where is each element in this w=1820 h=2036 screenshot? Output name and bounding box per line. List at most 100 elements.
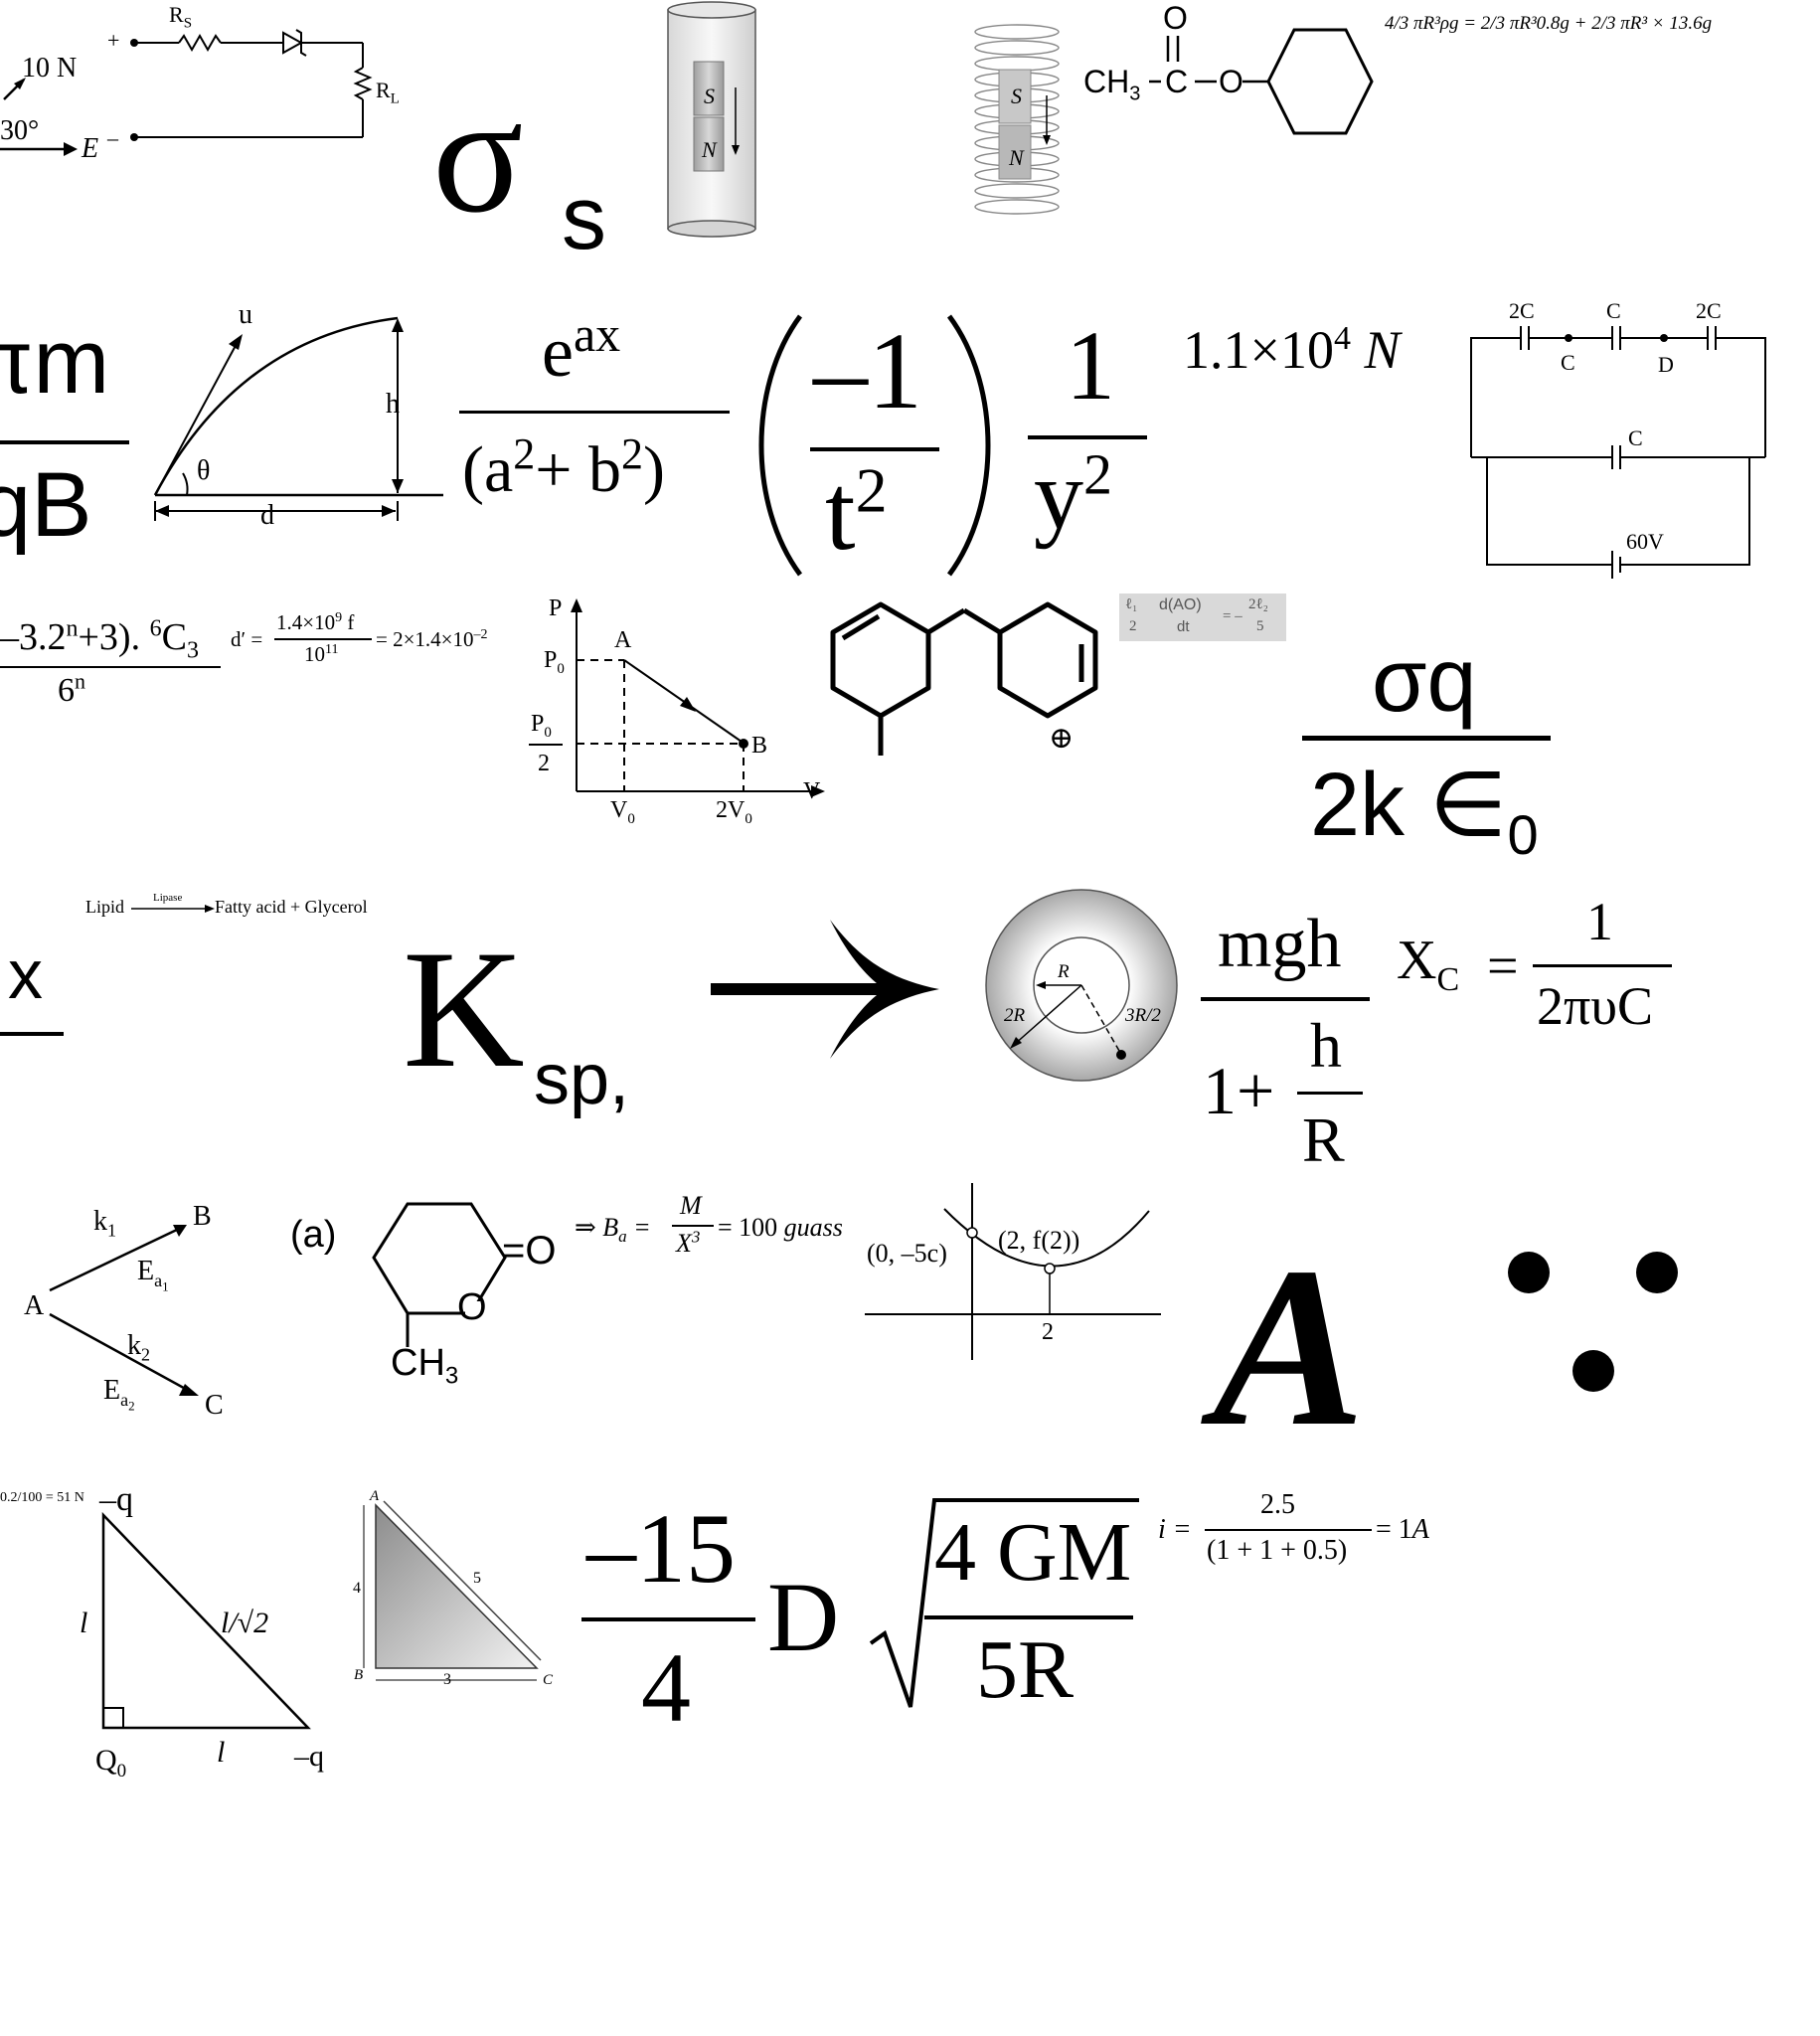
four-denominator: 4 [641, 1632, 691, 1743]
north-pole: N [702, 137, 717, 162]
neg-one-numerator: –1 [813, 310, 922, 431]
xc-equals: = [1487, 935, 1519, 997]
lactone-structure [372, 1202, 507, 1347]
left-side-label: l [80, 1607, 88, 1639]
long-arrow-icon [711, 920, 939, 1059]
rate-k1: k1 [93, 1206, 116, 1241]
fraction-bar [529, 744, 563, 746]
lipid-products: Fatty acid + Glycerol [215, 897, 368, 917]
triangle-drawing [101, 1511, 311, 1730]
source-resistor-label: RS [169, 2, 193, 32]
reaction-arrow [131, 905, 215, 913]
five-label: 5 [1256, 618, 1264, 634]
coil-north-pole: N [1009, 145, 1024, 170]
binomial-numerator: –3.2n+3). 6C3 [0, 615, 199, 664]
xc-numerator: 1 [1586, 892, 1613, 951]
node-c-label: C [1561, 350, 1575, 375]
current-numerator: 2.5 [1260, 1489, 1295, 1520]
methyl-group: CH3 [1083, 64, 1141, 105]
current-denominator: (1 + 1 + 0.5) [1207, 1535, 1348, 1566]
lipid-reactant: Lipid [85, 897, 124, 917]
unit-d: D [767, 1562, 840, 1672]
hypotenuse-label: l/√2 [221, 1607, 269, 1639]
capacitor-network [1470, 326, 1766, 579]
point-zero-label: (0, –5c) [867, 1239, 947, 1268]
fraction-bar [672, 1225, 714, 1227]
fraction-bar [459, 411, 730, 414]
exp-denominator: (a2+ b2) [462, 429, 665, 506]
projectile-diagram [153, 316, 443, 521]
fraction-bar [1028, 435, 1147, 439]
force-label: 10 N [22, 53, 78, 84]
ester-structure [1149, 28, 1374, 135]
vertex-c: C [543, 1672, 554, 1688]
fraction-bar [0, 1032, 64, 1036]
species-c: C [205, 1390, 224, 1421]
d-prime-rhs: = 2×1.4×10–2 [376, 627, 488, 651]
top-charge: –q [99, 1481, 133, 1518]
cap-2c-right: 2C [1696, 298, 1722, 323]
fraction-bar [1201, 997, 1370, 1001]
force-value: 1.1×104 N [1183, 320, 1401, 380]
species-a: A [24, 1290, 45, 1321]
height-label: h [386, 389, 400, 420]
option-label: (a) [290, 1214, 337, 1256]
methyl-substituent: CH3 [391, 1342, 459, 1390]
inner-fraction-bar [1297, 1092, 1363, 1095]
parabola-graph [865, 1183, 1161, 1360]
fraction-bar [1302, 736, 1551, 741]
tick-two-label: 2 [1042, 1319, 1054, 1345]
one-plus: 1+ [1203, 1053, 1275, 1128]
ba-lhs: ⇒ Ba = [575, 1213, 651, 1247]
qb-denominator: qB [0, 454, 92, 556]
ba-denominator: X3 [676, 1227, 701, 1258]
d-prime-numerator: 1.4×109 f [276, 610, 355, 634]
field-label: E [82, 133, 99, 164]
fraction-bar [1533, 964, 1672, 967]
volume-axis-label: V [803, 778, 821, 804]
ba-numerator: M [680, 1191, 702, 1220]
right-triangle-drawing [363, 1500, 542, 1681]
fraction-bar [924, 1615, 1133, 1619]
ester-oxygen: O [1219, 64, 1243, 99]
plus-terminal: + [107, 28, 120, 53]
outer-radius-label: 2R [1004, 1005, 1026, 1026]
mgh-numerator: mgh [1218, 906, 1342, 982]
fraction-bar [0, 440, 129, 444]
tube-drawing [667, 1, 756, 238]
p0-label: P0 [544, 647, 565, 677]
italic-a-letter: A [1213, 1220, 1366, 1473]
two-label: 2 [1129, 618, 1137, 634]
coil-south-pole: S [1011, 84, 1022, 108]
lipase-catalyst: Lipase [153, 892, 183, 904]
node-d-label: D [1658, 352, 1674, 377]
xc-denominator: 2πυC [1537, 976, 1654, 1036]
sqrt-denominator: 5R [976, 1623, 1075, 1716]
current-rhs: = 1A [1376, 1514, 1429, 1545]
fraction-bar [274, 638, 372, 640]
activation-energy-1: Ea1 [137, 1256, 169, 1294]
dt-label: dt [1177, 618, 1190, 635]
t-squared-denominator: t2 [825, 451, 888, 573]
pressure-axis-label: P [549, 595, 563, 621]
one-numerator: 1 [1066, 310, 1115, 421]
y-squared-denominator: y2 [1034, 439, 1112, 550]
vertex-a: A [370, 1488, 380, 1504]
inner-radius-label: R [1058, 961, 1070, 982]
binomial-denominator: 6n [58, 668, 85, 709]
fraction-bar [581, 1617, 755, 1621]
radical-sign-icon [869, 1498, 1139, 1708]
load-resistor-label: RL [376, 78, 400, 107]
ksp-subscript: sp, [534, 1040, 630, 1119]
r-denominator: R [1302, 1104, 1345, 1175]
two-v0-label: 2V0 [716, 797, 752, 827]
carbonyl-carbon: C [1165, 64, 1189, 99]
battery-label: 60V [1626, 529, 1664, 554]
buoyancy-equation: 4/3 πR³ρg = 2/3 πR³0.8g + 2/3 πR³ × 13.6… [1385, 13, 1713, 34]
pv-graph-axes [571, 598, 825, 797]
equals-minus: = – [1223, 608, 1242, 624]
distance-label: d [260, 500, 274, 531]
d-ao-label: d(AO) [1159, 596, 1202, 613]
coil-drawing [974, 24, 1060, 215]
x-numerator: x [8, 935, 43, 1013]
